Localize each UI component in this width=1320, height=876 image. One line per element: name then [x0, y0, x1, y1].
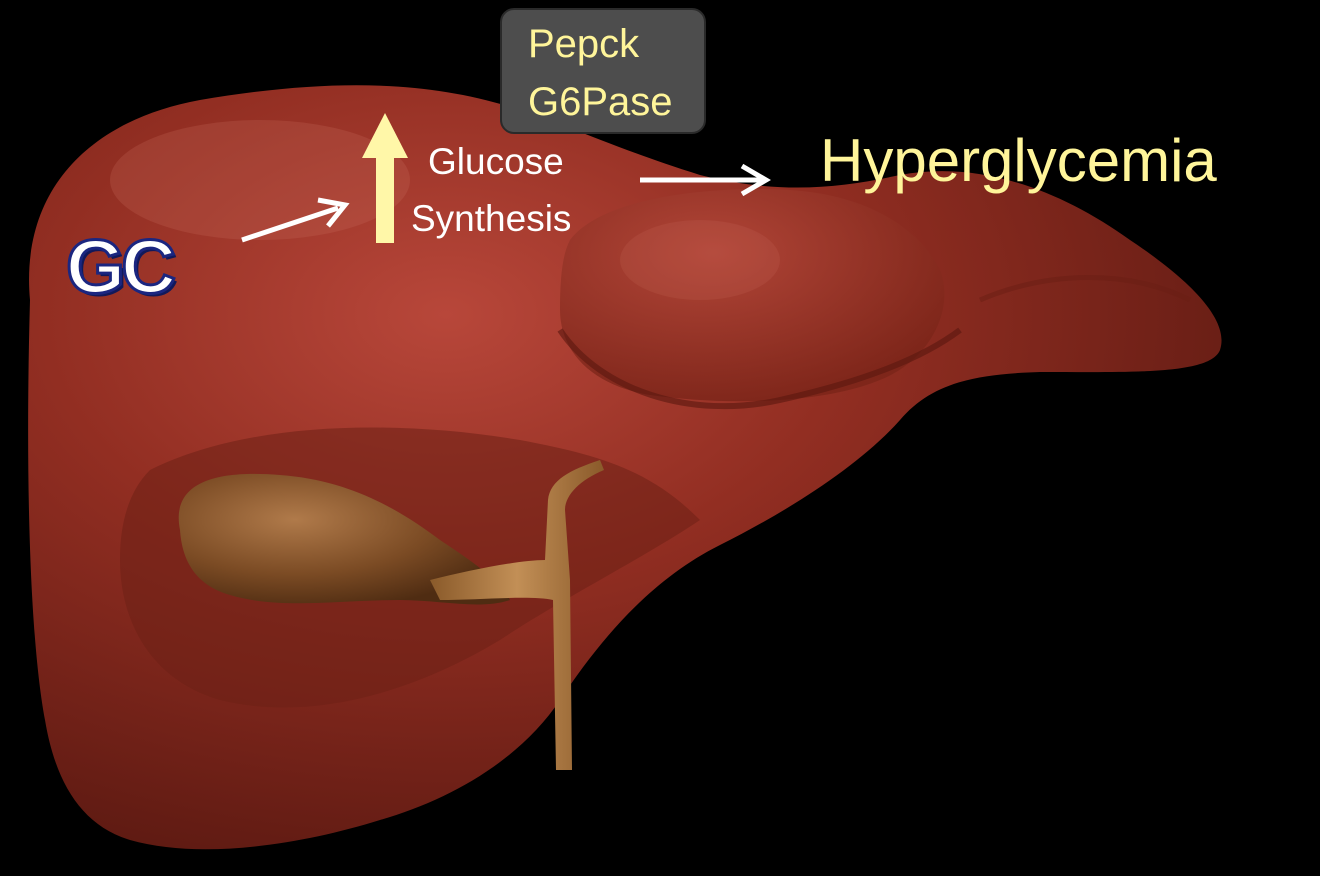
outcome-label: Hyperglycemia: [820, 126, 1217, 196]
process-label-glucose: Glucose: [428, 140, 564, 184]
agent-label: GC: [66, 220, 172, 316]
right-arrow-icon-outcome: [640, 166, 766, 194]
increase-arrow-icon: [362, 113, 408, 243]
process-label-synthesis: Synthesis: [411, 197, 571, 241]
right-arrow-icon-gc: [242, 200, 345, 240]
